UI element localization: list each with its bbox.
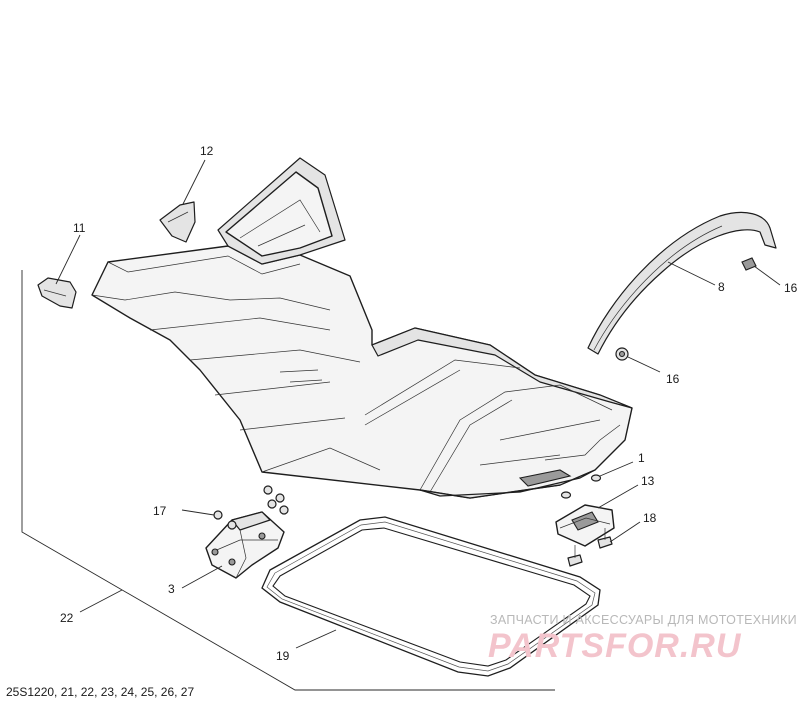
label-3: 3 xyxy=(168,582,175,596)
fastener-16-upper xyxy=(741,257,781,286)
label-16-lower: 16 xyxy=(666,372,680,386)
label-22: 22 xyxy=(60,611,74,625)
label-11: 11 xyxy=(73,221,86,235)
grommets-1 xyxy=(560,461,634,499)
part-12-cover xyxy=(159,159,206,243)
label-8: 8 xyxy=(718,280,725,294)
nuts-17 xyxy=(181,485,289,530)
label-13: 13 xyxy=(641,474,655,488)
diagram-reference: 25S1220, 21, 22, 23, 24, 25, 26, 27 xyxy=(6,685,194,699)
label-12: 12 xyxy=(200,144,214,158)
kit-bracket-22 xyxy=(21,270,555,691)
label-18: 18 xyxy=(643,511,657,525)
fastener-16-lower xyxy=(615,347,661,373)
part-8-strip xyxy=(587,211,777,355)
label-19: 19 xyxy=(276,649,290,663)
part-13-latch xyxy=(555,484,639,547)
screws-18 xyxy=(567,521,641,567)
label-1: 1 xyxy=(638,451,645,465)
seat-assembly xyxy=(91,157,633,499)
part-11-cover xyxy=(37,234,81,309)
watermark-tagline: ЗАПЧАСТИ И АКСЕССУАРЫ ДЛЯ МОТОТЕХНИКИ xyxy=(490,613,797,627)
part-19-seal xyxy=(261,516,601,677)
watermark-logo: PARTSFOR.RU xyxy=(488,627,742,665)
label-16-upper: 16 xyxy=(784,281,798,295)
label-17: 17 xyxy=(153,504,167,518)
part-3-bracket xyxy=(181,511,285,589)
